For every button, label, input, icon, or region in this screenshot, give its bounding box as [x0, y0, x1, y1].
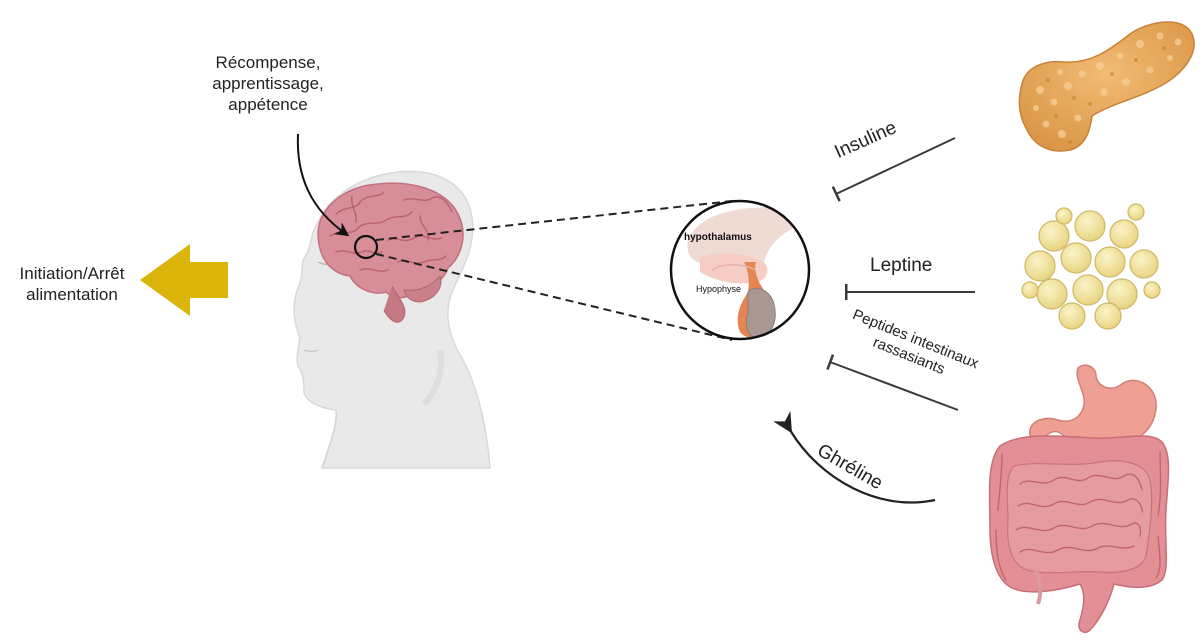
yellow-left-arrow-icon: [140, 244, 228, 316]
hypothalamus-zoom-icon: [671, 201, 812, 339]
feeding-label-line-2: alimentation: [2, 284, 142, 305]
leptine-label: Leptine: [870, 255, 932, 276]
pancreas-icon: [1019, 22, 1194, 151]
reward-label-line-1: Récompense,: [198, 52, 338, 73]
hypothalamus-label: hypothalamus: [684, 227, 752, 248]
reward-label: Récompense, apprentissage, appétence: [198, 52, 338, 115]
feeding-label-line-1: Initiation/Arrêt: [2, 263, 142, 284]
fat-cells-icon: [1022, 204, 1160, 329]
feeding-label: Initiation/Arrêt alimentation: [2, 263, 142, 305]
hypophyse-label: Hypophyse: [696, 279, 741, 300]
digestive-tract-icon: [989, 365, 1168, 632]
reward-label-line-2: apprentissage,: [198, 73, 338, 94]
reward-label-line-3: appétence: [198, 94, 338, 115]
